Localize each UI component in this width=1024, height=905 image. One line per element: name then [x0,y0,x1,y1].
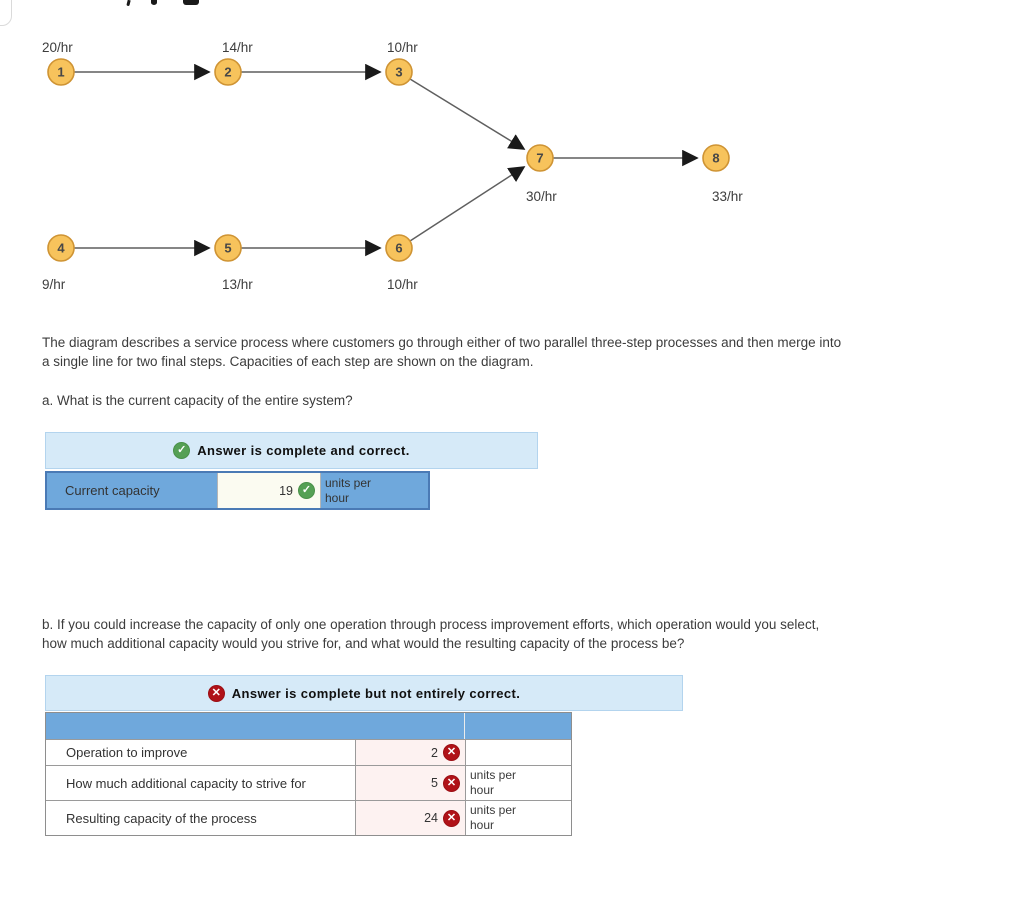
answer-b-row2-value-field[interactable]: 5 ✕ [355,766,465,800]
process-node-2: 2 [214,58,242,86]
correct-icon: ✓ [298,482,315,499]
node-number: 2 [224,65,231,80]
table-row: Resulting capacity of the process 24 ✕ u… [46,800,571,835]
answer-b-row1-value: 2 [431,745,438,760]
answer-b-row1-units [465,740,571,765]
answer-b-row3-units: units per hour [465,801,571,835]
answer-b-table-header [46,713,571,739]
capacity-label-2: 14/hr [222,40,253,55]
answer-b-row1-value-field[interactable]: 2 ✕ [355,740,465,765]
node-number: 4 [57,241,65,256]
answer-b-row2-label: How much additional capacity to strive f… [46,766,355,800]
process-flow-diagram: 1 2 3 4 5 6 7 [42,40,743,292]
question-b: b. If you could increase the capacity of… [42,615,819,653]
capacity-label-3: 10/hr [387,40,418,55]
process-node-5: 5 [214,234,242,262]
capacity-label-7: 30/hr [526,189,557,204]
capacity-label-1: 20/hr [42,40,73,55]
process-node-1: 1 [47,58,75,86]
question-b-line-2: how much additional capacity would you s… [42,636,685,651]
node-number: 6 [395,241,402,256]
answer-b-status-text: Answer is complete but not entirely corr… [231,685,521,701]
process-node-6: 6 [385,234,413,262]
correct-icon: ✓ [173,442,191,459]
capacity-label-5: 13/hr [222,277,253,292]
description-line-1: The diagram describes a service process … [42,335,842,350]
answer-b-row3-label: Resulting capacity of the process [46,801,355,835]
answer-b-table: Operation to improve 2 ✕ How much additi… [45,712,572,836]
problem-description: The diagram describes a service process … [42,333,841,371]
description-line-2: a single line for two final steps. Capac… [42,354,534,369]
process-node-4: 4 [47,234,75,262]
flow-arrows [74,63,699,257]
answer-b-row3-value: 24 [424,811,438,825]
answer-a-value: 19 [279,483,293,498]
capacity-label-6: 10/hr [387,277,418,292]
capacity-label-8: 33/hr [712,189,743,204]
capacity-label-4: 9/hr [42,277,66,292]
question-b-line-1: b. If you could increase the capacity of… [42,617,820,632]
incorrect-icon: ✕ [443,744,460,761]
answer-a-row-label: Current capacity [47,473,217,508]
answer-b-row1-label: Operation to improve [46,740,355,765]
process-node-7: 7 [526,144,554,172]
question-a: a. What is the current capacity of the e… [42,393,353,408]
answer-a-status-text: Answer is complete and correct. [197,443,410,458]
header-cell-units [465,713,571,739]
answer-b-row2-units: units per hour [465,766,571,800]
answer-a-table: Current capacity 19 ✓ units per hour [45,471,430,510]
table-row: How much additional capacity to strive f… [46,765,571,800]
node-number: 8 [712,151,719,166]
incorrect-icon: ✕ [443,774,460,792]
node-number: 1 [57,65,64,80]
incorrect-icon: ✕ [443,809,460,827]
process-node-3: 3 [385,58,413,86]
node-number: 3 [395,65,402,80]
incorrect-icon: ✕ [207,684,225,702]
answer-a-units-label: units per hour [321,473,428,508]
table-row: Operation to improve 2 ✕ [46,739,571,765]
answer-a-status-banner: ✓ Answer is complete and correct. [45,432,538,469]
answer-b-row3-value-field[interactable]: 24 ✕ [355,801,465,835]
process-node-8: 8 [702,144,730,172]
node-number: 7 [536,151,543,166]
answer-a-value-field[interactable]: 19 ✓ [217,473,321,508]
node-number: 5 [224,241,231,256]
answer-b-status-banner: ✕ Answer is complete but not entirely co… [45,675,683,711]
answer-b-row2-value: 5 [431,776,438,790]
header-cell-main [46,713,465,739]
